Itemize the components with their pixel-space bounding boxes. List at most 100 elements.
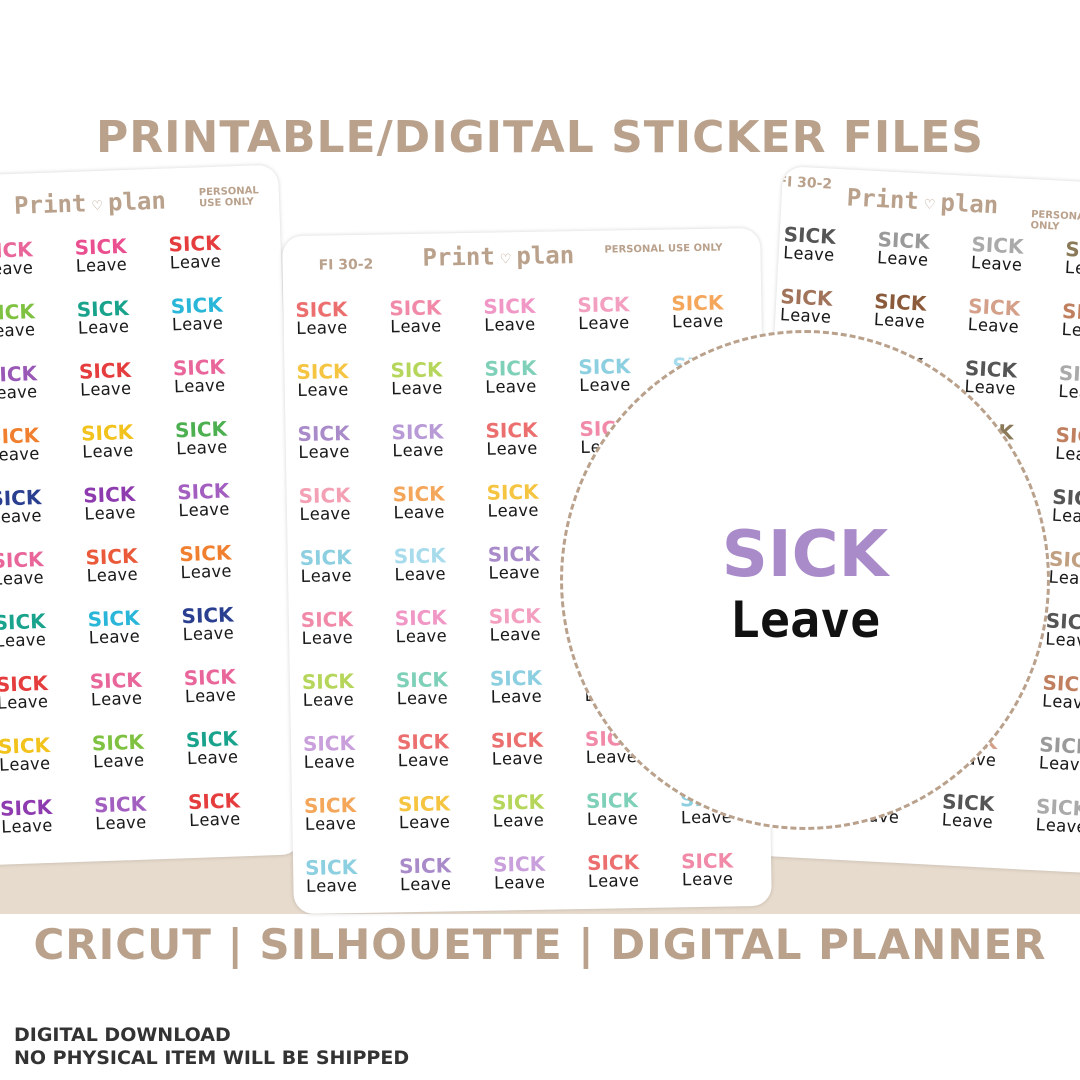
sticker-word-leave: Leave [577, 313, 630, 335]
sticker-word-leave: Leave [184, 685, 237, 708]
sticker-word-sick: SICK [89, 667, 143, 694]
sticker-word-leave: Leave [873, 310, 926, 333]
sticker-word-leave: Leave [175, 437, 228, 460]
sticker-word-leave: Leave [490, 686, 542, 708]
sticker-word-leave: Leave [90, 688, 143, 711]
sticker-word-sick: SICK [296, 359, 349, 384]
sticker-word-sick: SICK [483, 293, 536, 319]
sticker-word-sick: SICK [392, 481, 445, 507]
sticker-word-sick: SICK [304, 855, 358, 880]
sticker-word-leave: Leave [391, 378, 443, 400]
sticker-word-leave: Leave [298, 442, 350, 463]
sticker-word-leave: Leave [486, 438, 538, 460]
sticker-word-leave: Leave [297, 380, 349, 401]
heart-icon: ♡ [924, 194, 935, 214]
sticker-word-leave: Leave [488, 562, 540, 584]
brand-logo: Print♡plan [846, 183, 999, 219]
sheet-code: FI 30-2 [777, 173, 833, 193]
sticker-word-leave: Leave [186, 747, 239, 770]
sticker-word-sick: SICK [183, 664, 237, 691]
sticker-word-leave: Leave [0, 258, 34, 281]
sticker-word-sick: SICK [74, 233, 128, 260]
sticker-word-leave: Leave [491, 748, 544, 770]
sticker-word-leave: Leave [173, 375, 226, 398]
sticker-word-leave: Leave [586, 809, 639, 830]
sticker-word-leave: Leave [188, 809, 241, 832]
sticker-word-leave: Leave [399, 874, 452, 896]
sticker-word-sick: SICK [395, 667, 449, 693]
sticker-word-leave: Leave [970, 253, 1023, 276]
zoom-sticker-leave: Leave [729, 591, 881, 649]
sticker-word-sick: SICK [295, 297, 348, 323]
sticker-word-sick: SICK [176, 478, 230, 505]
sticker-word-sick: SICK [486, 479, 539, 505]
zoom-preview-circle: SICK Leave [560, 330, 1050, 830]
brand-logo: Print♡plan [422, 241, 574, 272]
sticker-word-sick: SICK [491, 789, 545, 815]
sticker-word-leave: Leave [0, 506, 42, 528]
brand-word-plan: plan [107, 186, 167, 217]
sticker-word-leave: Leave [485, 376, 537, 398]
sticker-word-leave: Leave [1060, 319, 1080, 343]
sticker-word-leave: Leave [84, 502, 136, 525]
sticker-word-sick: SICK [485, 417, 538, 443]
sticker-word-sick: SICK [300, 607, 354, 632]
sticker-word-leave: Leave [81, 440, 134, 463]
sheet-code: FI 30-2 [318, 256, 374, 274]
sticker-word-sick: SICK [168, 230, 221, 257]
sticker-word-sick: SICK [398, 853, 452, 879]
sticker-word-sick: SICK [172, 354, 226, 381]
sticker-word-leave: Leave [397, 750, 450, 772]
sticker-word-sick: SICK [297, 421, 350, 446]
sticker-word-leave: Leave [77, 316, 130, 339]
sticker-word-leave: Leave [392, 440, 444, 462]
sticker-word-sick: SICK [577, 292, 630, 318]
sticker-word-leave: Leave [305, 876, 358, 897]
sticker-word-leave: Leave [169, 251, 222, 274]
sticker-word-sick: SICK [82, 481, 136, 508]
sticker-word-leave: Leave [75, 254, 128, 277]
sticker-word-leave: Leave [967, 314, 1020, 338]
brand-word-plan: plan [516, 241, 575, 271]
sticker-word-leave: Leave [182, 623, 235, 646]
sticker-word-sick: SICK [303, 793, 357, 818]
sticker-word-leave: Leave [304, 814, 357, 835]
heart-icon: ♡ [500, 249, 511, 269]
sticker-word-leave: Leave [782, 243, 835, 266]
footer-digital-download: DIGITAL DOWNLOAD [14, 1024, 231, 1046]
sticker-word-sick: SICK [301, 669, 355, 694]
brand-word-print: Print [13, 189, 87, 220]
